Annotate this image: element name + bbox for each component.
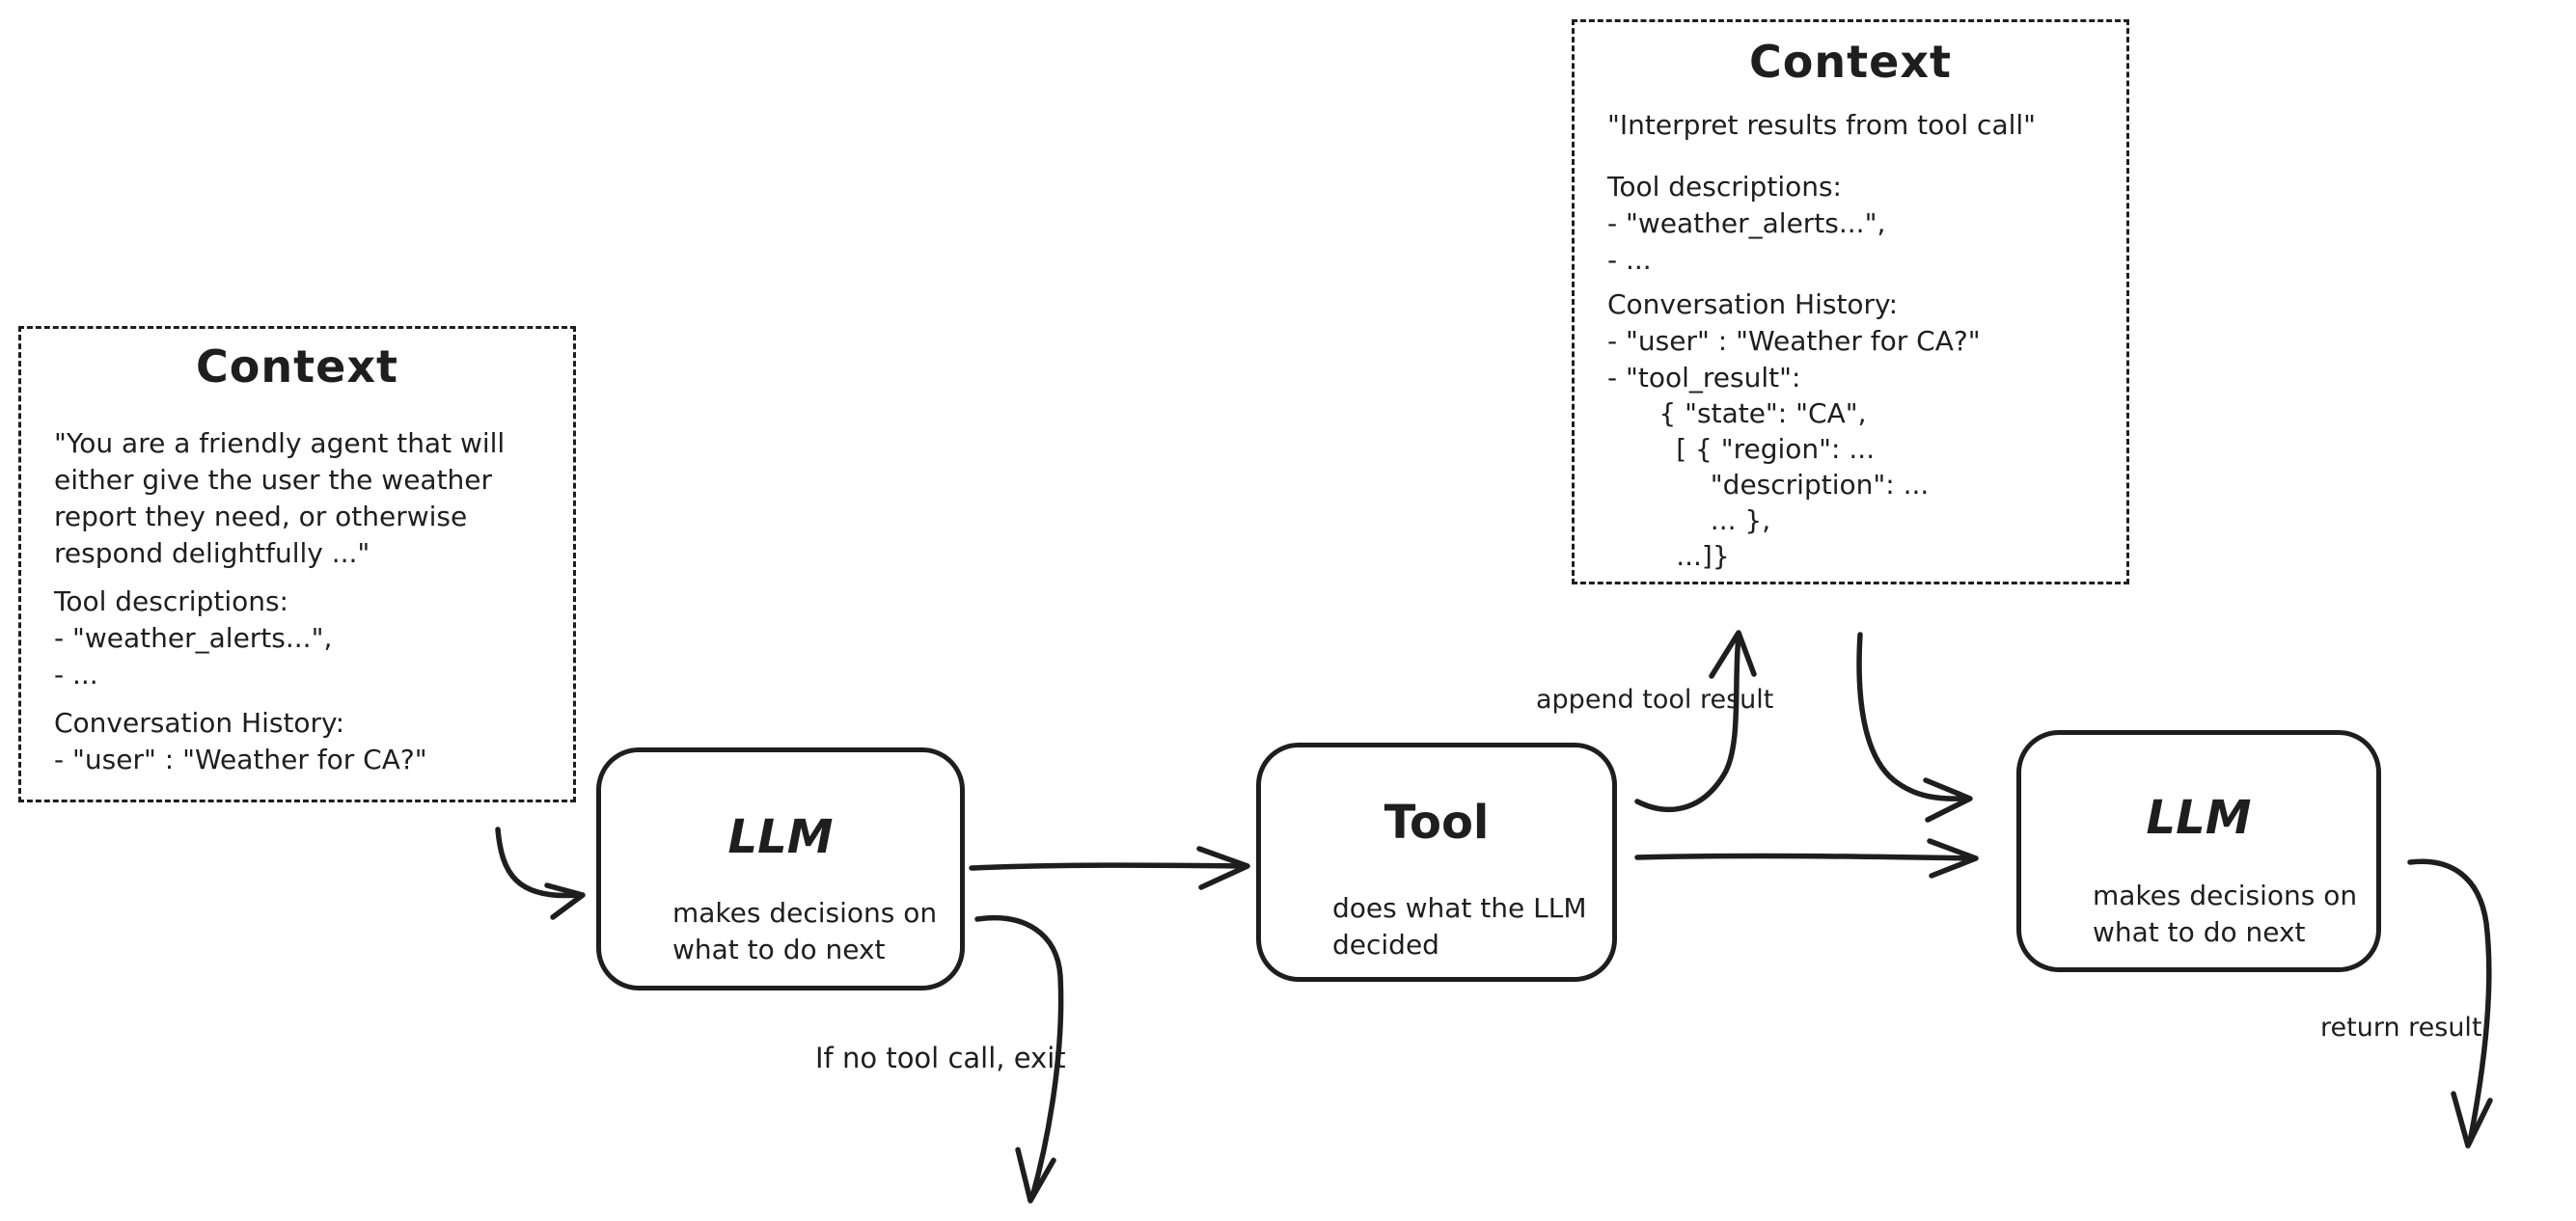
if-no-tool-call-exit-label: If no tool call, exit [815,1042,1066,1074]
tool-descriptions-text: Tool descriptions: - "weather_alerts..."… [1607,171,1886,276]
tool-node-title: Tool [1384,796,1490,850]
context-box-after-tool: Context "Interpret results from tool cal… [1572,19,2129,584]
llm-node-2-subtitle: makes decisions on what to do next [2093,880,2358,948]
append-tool-result-label: append tool result [1536,685,1774,715]
llm-node-1-title: LLM [727,810,834,864]
context-box-initial-title: Context [196,340,398,393]
context-box-after-tool-body: "Interpret results from tool call" Tool … [1607,107,2115,574]
llm-node-1: LLM makes decisions on what to do next [596,747,965,990]
arrow-context-to-llm1 [495,827,586,920]
return-result-label: return result [2320,1013,2482,1043]
arrow-tool-to-context [1634,630,1757,813]
arrow-context-to-llm2 [1856,632,1973,823]
system-prompt-text: "You are a friendly agent that will eith… [54,427,506,569]
llm-node-2-title: LLM [2146,791,2252,845]
tool-descriptions-text: Tool descriptions: - "weather_alerts..."… [54,585,333,691]
llm-node-1-subtitle: makes decisions on what to do next [672,897,938,965]
conversation-history-text: Conversation History: - "user" : "Weathe… [54,707,427,775]
interpret-results-text: "Interpret results from tool call" [1607,109,2037,141]
tool-node: Tool does what the LLM decided [1256,743,1617,982]
tool-node-subtitle: does what the LLM decided [1332,892,1587,961]
context-box-after-tool-title: Context [1749,36,1952,88]
context-box-initial: Context "You are a friendly agent that w… [18,326,576,802]
tool-result-json-text: - "tool_result": { "state": "CA", [ { "r… [1607,362,1930,572]
arrow-llm1-to-tool [969,846,1250,890]
conversation-history-text: Conversation History: - "user" : "Weathe… [1607,288,1981,357]
arrow-tool-to-llm2 [1634,838,1979,879]
arrow-llm2-return [2407,858,2493,1149]
llm-node-2: LLM makes decisions on what to do next [2016,730,2381,972]
context-box-initial-body: "You are a friendly agent that will eith… [54,425,562,778]
